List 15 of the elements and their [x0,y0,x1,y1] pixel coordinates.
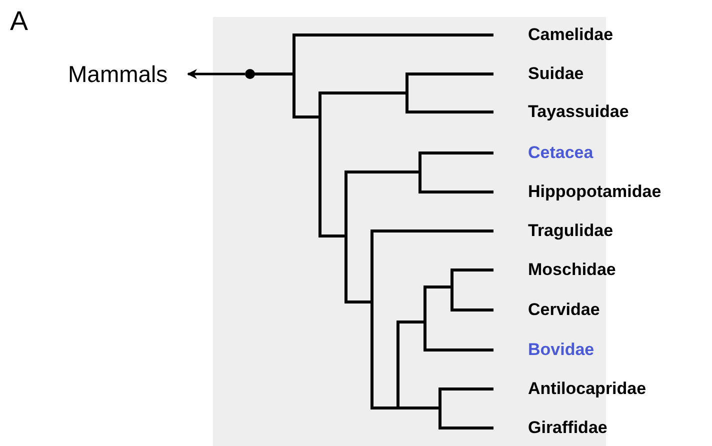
root-dot [245,69,255,79]
taxon-name: Hippopotamidae [528,182,662,202]
taxon-name: Camelidae [528,25,614,45]
taxon-name: Bovidae [528,340,594,360]
panel-letter: A [10,6,28,37]
arrow [187,69,245,79]
taxon-name: Tragulidae [528,221,614,241]
taxon-name: Tayassuidae [528,102,629,122]
taxon-name: Giraffidae [528,418,608,438]
taxon-name: Suidae [528,64,584,84]
taxon-name: Cetacea [528,143,594,163]
taxon-name: Antilocapridae [528,379,646,399]
taxon-name: Cervidae [528,300,600,320]
clade-label: Mammals [68,58,168,90]
taxon-name: Moschidae [528,260,616,280]
